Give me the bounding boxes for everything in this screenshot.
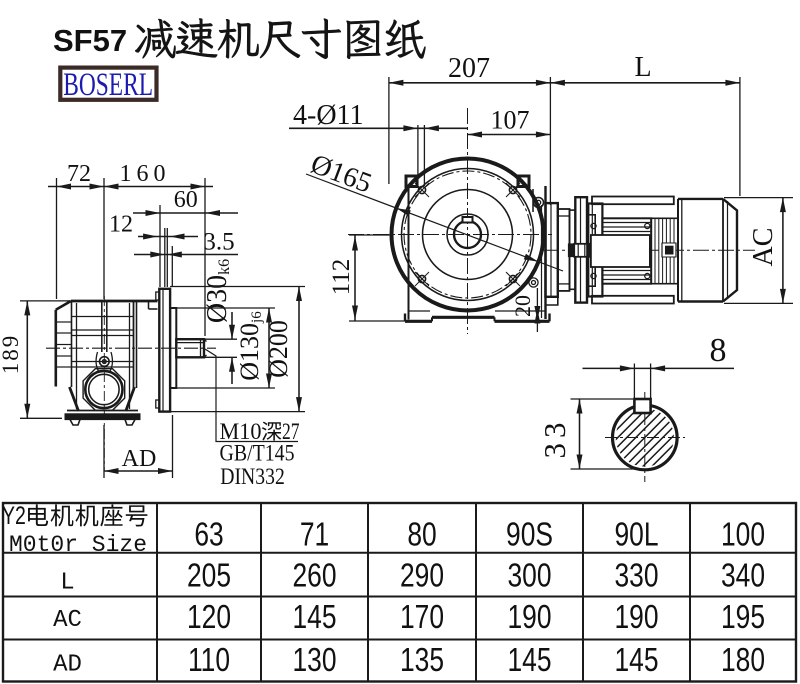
svg-text:195: 195 bbox=[721, 599, 765, 635]
svg-text:L: L bbox=[60, 570, 74, 597]
svg-text:90S: 90S bbox=[506, 517, 553, 553]
svg-text:8: 8 bbox=[710, 332, 727, 369]
svg-text:207: 207 bbox=[448, 53, 490, 84]
svg-text:BOSERL: BOSERL bbox=[63, 67, 153, 103]
svg-text:190: 190 bbox=[507, 599, 551, 635]
svg-text:3.5: 3.5 bbox=[203, 229, 234, 256]
svg-text:135: 135 bbox=[400, 642, 444, 678]
svg-text:90L: 90L bbox=[614, 517, 658, 553]
svg-text:120: 120 bbox=[187, 599, 231, 635]
svg-text:AC: AC bbox=[748, 228, 779, 267]
svg-text:DIN332: DIN332 bbox=[220, 464, 284, 489]
svg-text:63: 63 bbox=[194, 517, 223, 553]
svg-text:80: 80 bbox=[407, 517, 436, 553]
svg-text:Ø200: Ø200 bbox=[264, 320, 293, 378]
svg-text:4-Ø11: 4-Ø11 bbox=[293, 100, 364, 131]
svg-text:300: 300 bbox=[507, 558, 551, 594]
svg-text:340: 340 bbox=[721, 558, 765, 594]
svg-text:27: 27 bbox=[282, 419, 300, 444]
svg-text:205: 205 bbox=[187, 558, 231, 594]
svg-text:330: 330 bbox=[614, 558, 658, 594]
svg-text:112: 112 bbox=[328, 259, 355, 296]
svg-text:12: 12 bbox=[109, 212, 133, 238]
svg-text:100: 100 bbox=[721, 517, 765, 553]
svg-text:107: 107 bbox=[491, 106, 530, 135]
svg-text:AD: AD bbox=[53, 652, 82, 679]
svg-text:170: 170 bbox=[400, 599, 444, 635]
svg-text:160: 160 bbox=[120, 161, 171, 187]
svg-text:180: 180 bbox=[721, 642, 765, 678]
svg-text:M0t0r Size: M0t0r Size bbox=[9, 532, 147, 558]
svg-text:Y2: Y2 bbox=[2, 502, 26, 530]
svg-text:60: 60 bbox=[174, 187, 198, 213]
svg-text:71: 71 bbox=[300, 517, 329, 553]
svg-text:290: 290 bbox=[400, 558, 444, 594]
svg-text:72: 72 bbox=[67, 161, 91, 187]
svg-text:AC: AC bbox=[53, 607, 82, 634]
svg-text:130: 130 bbox=[292, 642, 336, 678]
svg-text:M10: M10 bbox=[220, 419, 262, 444]
svg-text:145: 145 bbox=[292, 599, 336, 635]
svg-text:145: 145 bbox=[507, 642, 551, 678]
svg-text:L: L bbox=[634, 52, 651, 83]
svg-text:110: 110 bbox=[188, 642, 230, 678]
svg-text:145: 145 bbox=[614, 642, 658, 678]
svg-text:190: 190 bbox=[614, 599, 658, 635]
svg-text:260: 260 bbox=[292, 558, 336, 594]
svg-text:33: 33 bbox=[537, 418, 572, 459]
svg-text:189: 189 bbox=[0, 334, 23, 375]
svg-text:AD: AD bbox=[122, 446, 157, 472]
svg-text:20: 20 bbox=[510, 295, 535, 317]
svg-text:SF57: SF57 bbox=[53, 23, 127, 58]
svg-text:GB/T145: GB/T145 bbox=[220, 441, 295, 466]
